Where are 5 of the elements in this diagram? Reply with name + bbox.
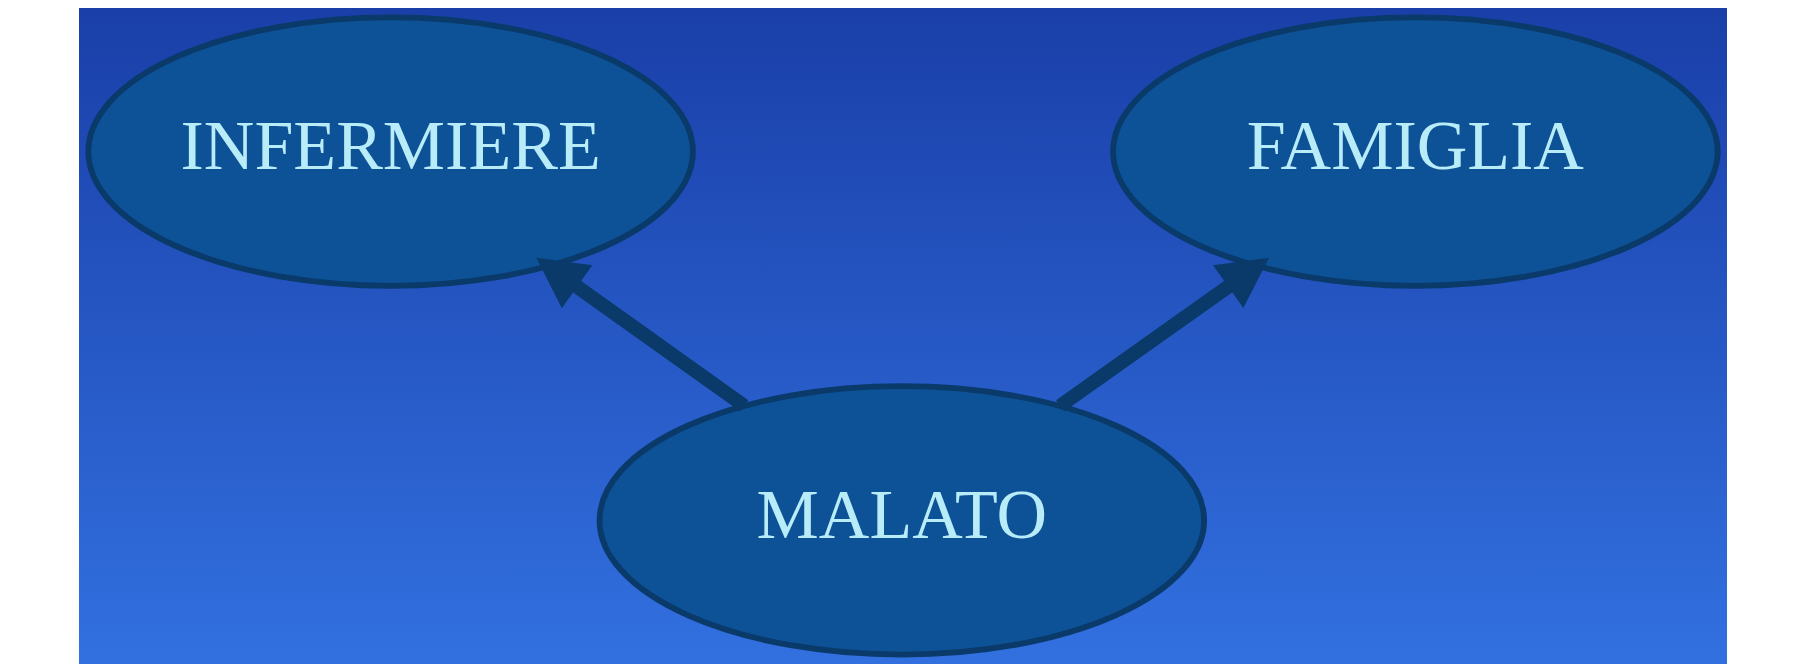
node-ellipse: FAMIGLIA bbox=[1110, 14, 1721, 289]
node-ellipse: INFERMIERE bbox=[85, 14, 696, 289]
arrow bbox=[1056, 257, 1270, 412]
node-ellipse: MALATO bbox=[596, 383, 1208, 658]
arrow bbox=[536, 257, 749, 412]
